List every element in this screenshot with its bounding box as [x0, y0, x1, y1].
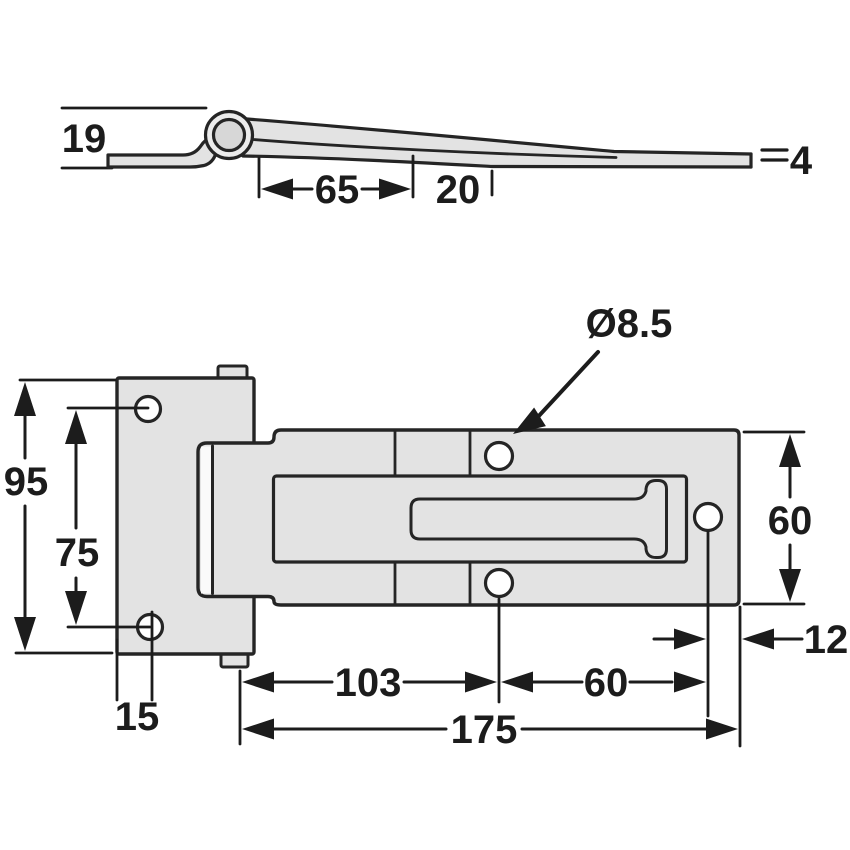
- dim-75-arrowhead-down: [65, 591, 87, 625]
- dim-65-arrowhead-left: [261, 178, 293, 200]
- side-profile-view: 19 65 20 4: [60, 106, 813, 212]
- dim-label-175: 175: [451, 708, 518, 752]
- dim-label-hole-diameter: Ø8.5: [586, 302, 673, 346]
- dim-95-arrowhead-up: [14, 382, 36, 416]
- dim-label-103: 103: [335, 661, 402, 705]
- dim-label-20: 20: [436, 168, 481, 212]
- dim-175-arrowhead-left: [242, 718, 274, 740]
- dim-60-arrowhead-left: [501, 671, 533, 693]
- dim-label-95: 95: [4, 460, 49, 504]
- plan-view: Ø8.5 95 75 15 103: [4, 302, 849, 752]
- dim-label-75: 75: [55, 531, 100, 575]
- dim-95-arrowhead-down: [14, 617, 36, 651]
- dim-12-arrowhead-left: [674, 628, 706, 650]
- strap-hole-end: [692, 501, 724, 533]
- hinge-pin: [211, 117, 247, 153]
- dim-label-15: 15: [115, 695, 160, 739]
- strap-hole-top: [483, 440, 515, 472]
- dim-label-65: 65: [315, 168, 360, 212]
- dim-103-arrowhead-right: [465, 671, 497, 693]
- dim-60w-arrowhead-down: [779, 569, 801, 602]
- strap-blade-emboss-edge: [245, 137, 618, 159]
- dim-label-60-width: 60: [768, 499, 813, 543]
- dim-60-arrowhead-right: [674, 671, 706, 693]
- strap-slot: [409, 479, 668, 559]
- dim-label-19: 19: [62, 117, 107, 161]
- dim-60w-arrowhead-up: [779, 434, 801, 467]
- dim-175-arrowhead-right: [706, 718, 738, 740]
- dim-label-60-bottom: 60: [584, 661, 629, 705]
- dim-label-12: 12: [804, 618, 849, 662]
- dim-label-4: 4: [790, 139, 813, 183]
- strap-curl-highlight: [201, 446, 211, 594]
- strap-blade-top-edge: [238, 116, 753, 156]
- dim-65-arrowhead-right: [379, 178, 411, 200]
- dim-hole-arrowhead: [513, 407, 546, 434]
- dim-12-arrowhead-right: [742, 628, 774, 650]
- strap-hole-bottom: [483, 567, 515, 599]
- dim-hole-leader-line: [534, 350, 600, 421]
- dim-103-arrowhead-left: [242, 671, 274, 693]
- strap-blade-bottom-edge: [241, 154, 753, 169]
- dim-75-arrowhead-up: [65, 410, 87, 444]
